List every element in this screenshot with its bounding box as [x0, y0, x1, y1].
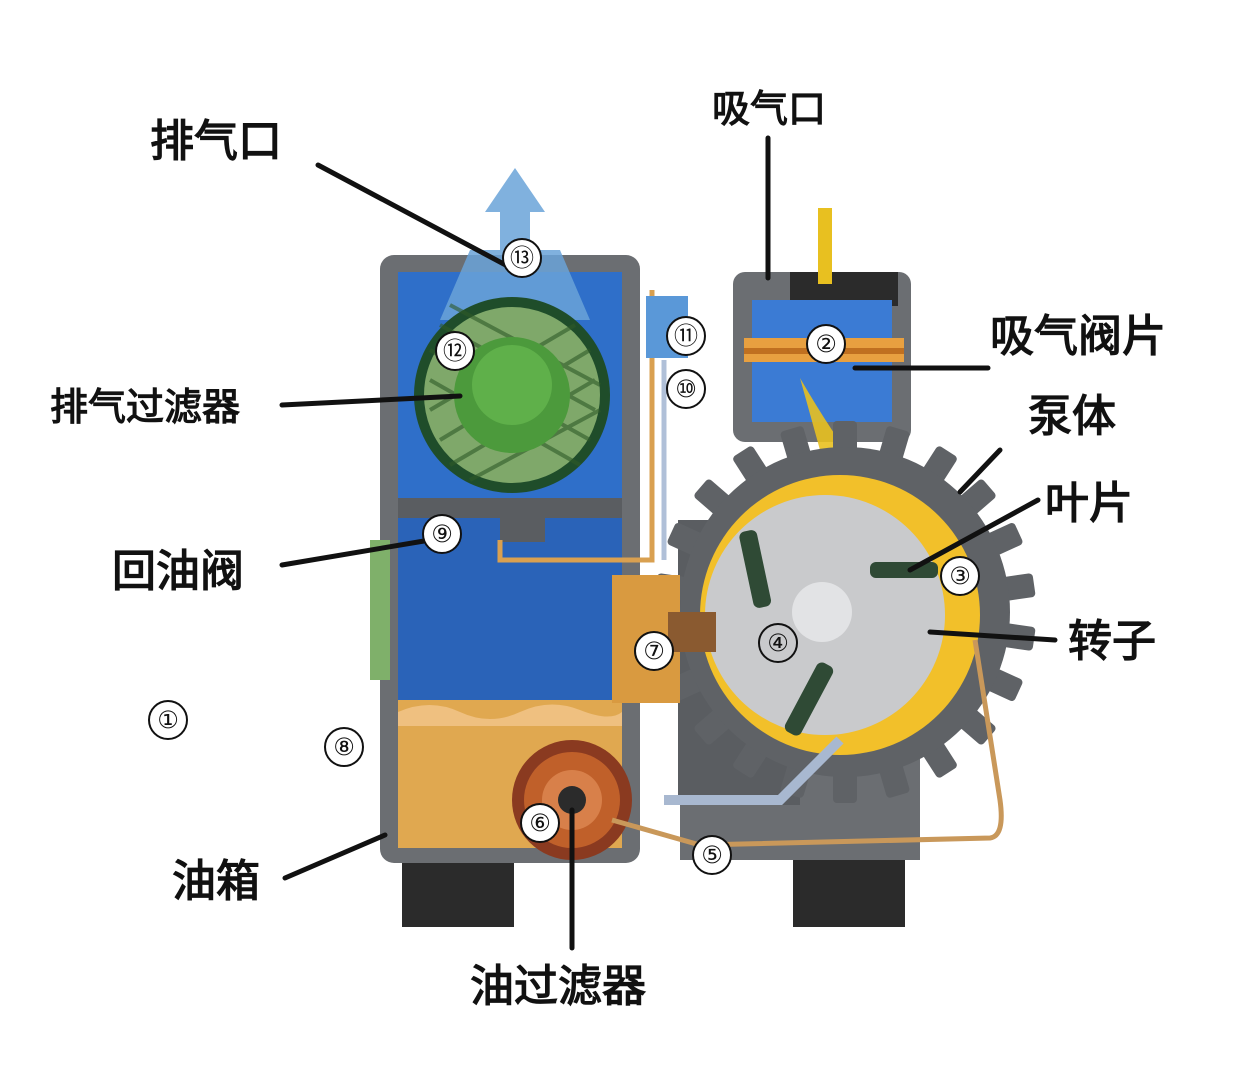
rotor-hub — [792, 582, 852, 642]
callout-number: ⑤ — [701, 841, 723, 869]
label-intake-port: 吸气口 — [712, 87, 827, 131]
callout-number: ⑫ — [443, 337, 467, 365]
callout-number: ⑧ — [333, 733, 355, 761]
vane-bottom — [784, 662, 834, 736]
oil-pipe-loop — [611, 639, 1004, 848]
callout-number: ⑨ — [431, 520, 453, 548]
callout-circle — [148, 700, 188, 740]
vane-top — [739, 530, 772, 608]
callout-circle — [758, 623, 798, 663]
label-oil-return-valve: 回油阀 — [112, 546, 244, 597]
callout-number: ⑬ — [510, 244, 534, 272]
callout-number: ③ — [949, 562, 971, 590]
callout-number: ④ — [767, 629, 789, 657]
leader-rotor — [927, 629, 1058, 643]
leader-oil-tank — [282, 832, 388, 881]
intake-arrow — [818, 208, 832, 284]
callout-number: ⑥ — [529, 809, 551, 837]
label-exhaust-filter: 排气过滤器 — [50, 385, 241, 429]
callout-circle — [692, 835, 732, 875]
label-pump-body: 泵体 — [1028, 391, 1116, 442]
leader-vane — [907, 497, 1041, 573]
oil-pump-detail — [668, 612, 716, 652]
callout-circle — [324, 727, 364, 767]
callout-circle — [666, 369, 706, 409]
leader-exhaust-filter — [279, 393, 463, 408]
label-vane: 叶片 — [1045, 478, 1133, 529]
callout-number: ② — [815, 330, 837, 358]
callout-circle — [422, 514, 462, 554]
callout-numbers: ① ② ③ ④ ⑤ ⑥ ⑦ ⑧ ⑨ ⑩ ⑪ ⑫ ⑬ — [148, 238, 980, 875]
oil-surface — [398, 704, 622, 726]
leader-pump-body — [957, 447, 1003, 495]
oil-pipe-return — [664, 736, 844, 805]
callout-circle — [806, 324, 846, 364]
left-foot — [402, 855, 514, 927]
exhaust-filter-core-light — [472, 345, 552, 425]
vane-right — [870, 562, 938, 578]
separator-divider — [500, 516, 545, 542]
callout-number: ⑪ — [674, 322, 698, 350]
callout-circle — [940, 556, 980, 596]
callout-number: ① — [157, 706, 179, 734]
leader-exhaust-port — [315, 162, 518, 273]
callout-circle — [502, 238, 542, 278]
oil-return-strip — [370, 540, 390, 680]
label-oil-filter: 油过滤器 — [470, 961, 646, 1012]
separator-wall — [398, 498, 622, 518]
callout-number: ⑦ — [643, 637, 665, 665]
callout-circle — [666, 316, 706, 356]
oil-filter-core — [558, 786, 586, 814]
callout-number: ⑩ — [675, 375, 697, 403]
callout-circle — [435, 331, 475, 371]
label-rotor: 转子 — [1068, 616, 1156, 667]
label-oil-tank: 油箱 — [172, 856, 260, 907]
callout-circle — [634, 631, 674, 671]
right-foot — [793, 855, 905, 927]
label-exhaust-port: 排气口 — [150, 116, 282, 167]
label-intake-valve-plate: 吸气阀片 — [990, 311, 1166, 362]
leader-oil-return — [279, 537, 433, 568]
callout-circle — [520, 803, 560, 843]
oil-return-pipe — [497, 290, 655, 563]
